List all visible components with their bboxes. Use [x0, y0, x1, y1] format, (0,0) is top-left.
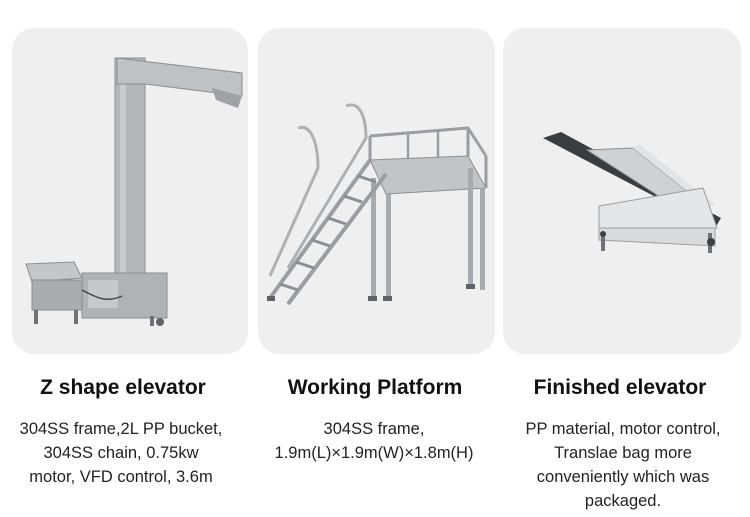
inclined-conveyor-illustration	[543, 132, 721, 253]
product-card-finished-elevator: Finished elevator PP material, motor con…	[500, 0, 750, 517]
description-line: 304SS frame,	[323, 420, 425, 438]
product-title: Working Platform	[287, 376, 463, 399]
working-platform-illustration	[267, 103, 488, 306]
description-line: PP material, motor control,	[525, 420, 721, 438]
description-line: 304SS frame,2L PP bucket,	[19, 420, 223, 438]
z-elevator-illustration	[25, 57, 243, 326]
description-line: packaged.	[584, 492, 662, 510]
product-description: 304SS frame,2L PP bucket, 304SS chain, 0…	[0, 417, 246, 489]
product-title: Finished elevator	[533, 376, 707, 399]
description-line: 304SS chain, 0.75kw	[43, 444, 199, 462]
description-line: conveniently which was	[536, 468, 710, 486]
product-description: PP material, motor control, Translae bag…	[496, 417, 750, 513]
product-image-card	[258, 28, 495, 354]
product-image-card	[503, 28, 741, 354]
product-card-working-platform: Working Platform 304SS frame, 1.9m(L)×1.…	[250, 0, 500, 517]
description-line: 1.9m(L)×1.9m(W)×1.8m(H)	[274, 444, 474, 462]
description-line: Translae bag more	[554, 444, 692, 462]
product-card-z-elevator: Z shape elevator 304SS frame,2L PP bucke…	[0, 0, 250, 517]
description-line: motor, VFD control, 3.6m	[29, 468, 213, 486]
product-title: Z shape elevator	[40, 376, 206, 399]
product-description: 304SS frame, 1.9m(L)×1.9m(W)×1.8m(H)	[244, 417, 504, 465]
product-image-card	[12, 28, 248, 354]
